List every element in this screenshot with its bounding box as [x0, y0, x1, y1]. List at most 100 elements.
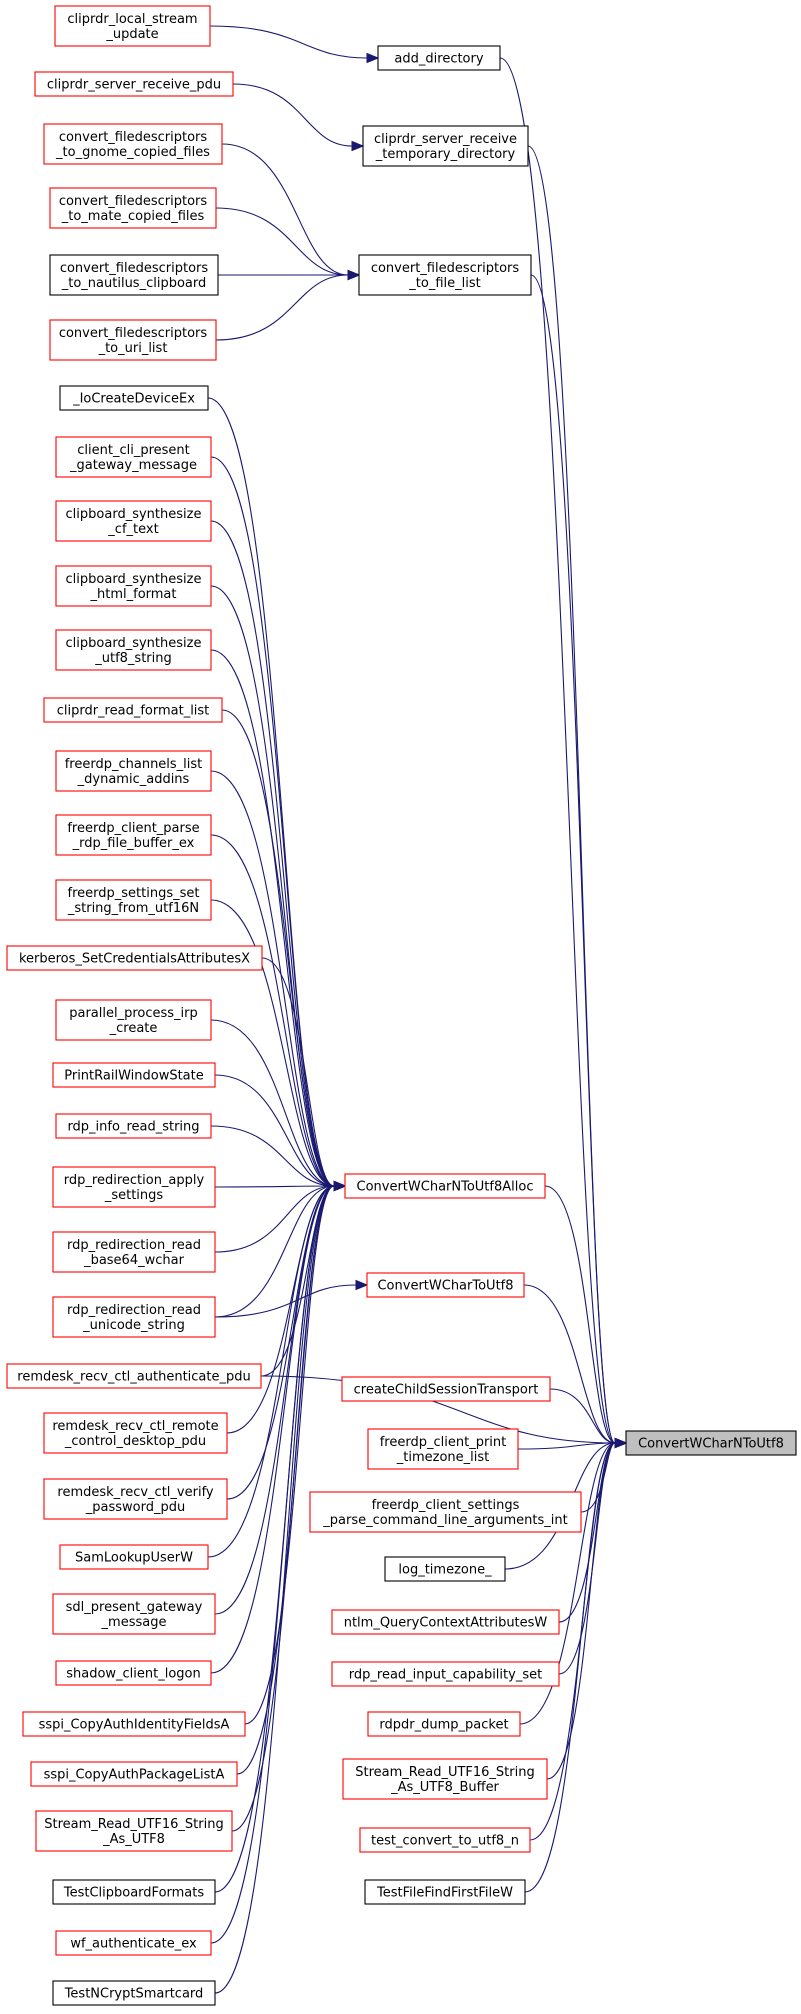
edge-line — [215, 274, 349, 341]
node-label: convert_filedescriptors — [59, 130, 208, 145]
node-rdp_redirection_apply_settings[interactable]: rdp_redirection_apply_settings — [52, 1166, 216, 1208]
node-box — [55, 1113, 212, 1139]
node-box — [43, 1478, 228, 1520]
node-convert_filedescriptors_to_gnome_copied_files[interactable]: convert_filedescriptors_to_gnome_copied_… — [43, 123, 223, 165]
node-box — [331, 1609, 560, 1635]
node-parallel_process_irp_create[interactable]: parallel_process_irp_create — [55, 999, 212, 1041]
node-ConvertWCharToUtf8[interactable]: ConvertWCharToUtf8 — [366, 1272, 525, 1298]
edge-PrintRailWindowState-to-ConvertWCharNToUtf8Alloc — [214, 1074, 347, 1192]
node-box — [34, 71, 234, 97]
edge-line — [232, 83, 353, 147]
node-convert_filedescriptors_to_nautilus_clipboard[interactable]: convert_filedescriptors_to_nautilus_clip… — [49, 254, 219, 296]
node-TestNCryptSmartcard[interactable]: TestNCryptSmartcard — [52, 1980, 216, 2006]
node-label: Stream_Read_UTF16_String — [44, 1817, 223, 1832]
root-node[interactable]: ConvertWCharNToUtf8 — [625, 1430, 797, 1456]
node-label: convert_filedescriptors — [60, 261, 209, 276]
node-ConvertWCharNToUtf8Alloc[interactable]: ConvertWCharNToUtf8Alloc — [344, 1173, 546, 1199]
node-sspi_CopyAuthIdentityFieldsA[interactable]: sspi_CopyAuthIdentityFieldsA — [22, 1711, 246, 1737]
node-box — [377, 45, 501, 71]
node-label: clipboard_synthesize — [66, 636, 202, 651]
node-label: freerdp_channels_list — [65, 757, 203, 772]
node-rdpdr_dump_packet[interactable]: rdpdr_dump_packet — [367, 1711, 521, 1737]
edge-rdp_redirection_read_unicode_string-to-ConvertWCharToUtf8 — [214, 1279, 369, 1318]
node-TestFileFindFirstFileW[interactable]: TestFileFindFirstFileW — [364, 1879, 526, 1905]
edge-line — [524, 1442, 616, 1893]
node-SamLookupUserW[interactable]: SamLookupUserW — [59, 1544, 209, 1570]
edges-layer — [207, 25, 628, 1994]
node-label: _create — [109, 1021, 158, 1036]
node-convert_filedescriptors_to_file_list[interactable]: convert_filedescriptors_to_file_list — [358, 254, 532, 296]
node-rdp_redirection_read_unicode_string[interactable]: rdp_redirection_read_unicode_string — [52, 1296, 216, 1338]
node-sdl_present_gateway_message[interactable]: sdl_present_gateway_message — [52, 1593, 216, 1635]
node-label: freerdp_client_settings — [372, 1498, 520, 1513]
node-rdp_info_read_string[interactable]: rdp_info_read_string — [55, 1113, 212, 1139]
node-label: _to_file_list — [408, 276, 480, 291]
node-clipboard_synthesize_utf8_string[interactable]: clipboard_synthesize_utf8_string — [55, 629, 212, 671]
node-convert_filedescriptors_to_mate_copied_files[interactable]: convert_filedescriptors_to_mate_copied_f… — [49, 187, 217, 229]
node-remdesk_recv_ctl_remote_control_desktop_pdu[interactable]: remdesk_recv_ctl_remote_control_desktop_… — [43, 1412, 228, 1454]
node-box — [367, 1711, 521, 1737]
node-box — [35, 1810, 233, 1852]
node-add_directory[interactable]: add_directory — [377, 45, 501, 71]
node-cliprdr_local_stream_update[interactable]: cliprdr_local_stream_update — [54, 5, 211, 47]
node-box — [358, 254, 532, 296]
node-label: _utf8_string — [94, 651, 172, 666]
node-cliprdr_server_receive_temporary_directory[interactable]: cliprdr_server_receive_temporary_directo… — [362, 125, 529, 167]
node-box — [342, 1758, 548, 1800]
node-freerdp_channels_list_dynamic_addins[interactable]: freerdp_channels_list_dynamic_addins — [55, 750, 212, 792]
node-freerdp_client_settings_parse_command_line_arguments_int[interactable]: freerdp_client_settings_parse_command_li… — [309, 1491, 582, 1533]
node-box — [55, 879, 212, 921]
node-box — [52, 1879, 216, 1905]
node-freerdp_client_print_timezone_list[interactable]: freerdp_client_print_timezone_list — [367, 1428, 519, 1470]
node-rdp_redirection_read_base64_wchar[interactable]: rdp_redirection_read_base64_wchar — [52, 1231, 216, 1273]
node-remdesk_recv_ctl_verify_password_pdu[interactable]: remdesk_recv_ctl_verify_password_pdu — [43, 1478, 228, 1520]
node-box — [384, 1556, 506, 1582]
node-cliprdr_read_format_list[interactable]: cliprdr_read_format_list — [43, 697, 223, 723]
edge-clipboard_synthesize_utf8_string-to-ConvertWCharNToUtf8Alloc — [210, 649, 347, 1192]
node-label: _As_UTF8_Buffer — [390, 1780, 499, 1795]
node-cliprdr_server_receive_pdu[interactable]: cliprdr_server_receive_pdu — [34, 71, 234, 97]
node-label: _to_uri_list — [98, 341, 168, 356]
node-client_cli_present_gateway_message[interactable]: client_cli_present_gateway_message — [55, 436, 212, 478]
node-rdp_read_input_capability_set[interactable]: rdp_read_input_capability_set — [331, 1661, 560, 1687]
node-Stream_Read_UTF16_String_As_UTF8[interactable]: Stream_Read_UTF16_String_As_UTF8 — [35, 1810, 233, 1852]
edge-line — [210, 899, 335, 1187]
node-ntlm_QueryContextAttributesW[interactable]: ntlm_QueryContextAttributesW — [331, 1609, 560, 1635]
node-box — [22, 1711, 246, 1737]
edge-line — [210, 1019, 335, 1187]
node-log_timezone_[interactable]: log_timezone_ — [384, 1556, 506, 1582]
node-Stream_Read_UTF16_String_As_UTF8_Buffer[interactable]: Stream_Read_UTF16_String_As_UTF8_Buffer — [342, 1758, 548, 1800]
node-clipboard_synthesize_cf_text[interactable]: clipboard_synthesize_cf_text — [55, 500, 212, 542]
edge-line — [558, 1442, 616, 1675]
node-label: _settings — [104, 1188, 164, 1203]
node-shadow_client_logon[interactable]: shadow_client_logon — [55, 1660, 212, 1686]
edge-line — [214, 1185, 335, 1318]
edge-line — [221, 143, 349, 276]
node-label: _base64_wchar — [83, 1253, 185, 1268]
node-label: cliprdr_server_receive_pdu — [47, 78, 221, 93]
node-test_convert_to_utf8_n[interactable]: test_convert_to_utf8_n — [359, 1827, 531, 1853]
edge-line — [546, 1442, 616, 1780]
edge-ConvertWCharToUtf8-to-root — [523, 1284, 628, 1449]
node-freerdp_settings_set_string_from_utf16N[interactable]: freerdp_settings_set_string_from_utf16N — [55, 879, 212, 921]
node-PrintRailWindowState[interactable]: PrintRailWindowState — [52, 1062, 216, 1088]
node-TestClipboardFormats[interactable]: TestClipboardFormats — [52, 1879, 216, 1905]
node-sspi_CopyAuthPackageListA[interactable]: sspi_CopyAuthPackageListA — [30, 1761, 238, 1787]
node-label: freerdp_client_print — [380, 1435, 507, 1450]
edge-line — [260, 1185, 335, 1377]
node-convert_filedescriptors_to_uri_list[interactable]: convert_filedescriptors_to_uri_list — [49, 319, 217, 361]
node-kerberos_SetCredentialsAttributesX[interactable]: kerberos_SetCredentialsAttributesX — [6, 945, 263, 971]
node-label: cliprdr_local_stream — [67, 12, 197, 27]
node-wf_authenticate_ex[interactable]: wf_authenticate_ex — [55, 1930, 212, 1956]
node-label: Stream_Read_UTF16_String — [355, 1765, 534, 1780]
node-remdesk_recv_ctl_authenticate_pdu[interactable]: remdesk_recv_ctl_authenticate_pdu — [6, 1363, 262, 1389]
edge-freerdp_settings_set_string_from_utf16N-to-ConvertWCharNToUtf8Alloc — [210, 899, 347, 1192]
node-freerdp_client_parse_rdp_file_buffer_ex[interactable]: freerdp_client_parse_rdp_file_buffer_ex — [55, 814, 212, 856]
node-clipboard_synthesize_html_format[interactable]: clipboard_synthesize_html_format — [55, 565, 212, 607]
node-label: sdl_present_gateway — [66, 1600, 203, 1615]
node-IoCreateDeviceEx[interactable]: _IoCreateDeviceEx — [59, 385, 209, 411]
edge-cliprdr_server_receive_pdu-to-cliprdr_server_receive_temporary_directory — [232, 83, 365, 152]
node-createChildSessionTransport[interactable]: createChildSessionTransport — [341, 1376, 551, 1402]
node-box — [55, 1930, 212, 1956]
